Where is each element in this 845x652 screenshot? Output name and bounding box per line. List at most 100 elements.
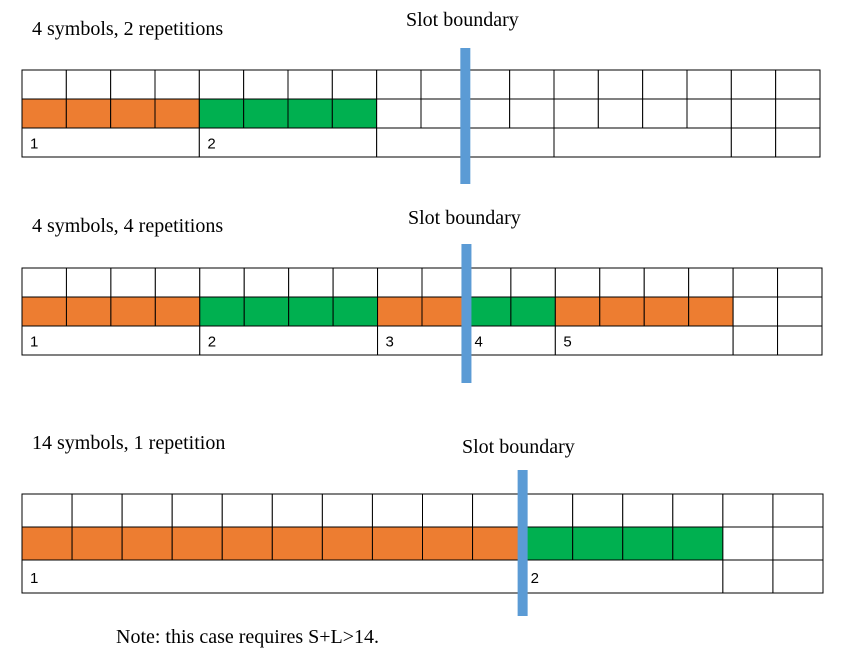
repetition-index-label: 5 xyxy=(563,333,571,350)
top-cell xyxy=(421,267,467,298)
symbol-cell-orange xyxy=(422,526,474,561)
empty-cell xyxy=(722,526,774,561)
symbol-cell-orange xyxy=(65,296,112,327)
top-cell xyxy=(121,493,173,528)
empty-cell xyxy=(553,98,599,129)
top-cell xyxy=(271,493,323,528)
panel-1: 4 symbols, 2 repetitions Slot boundary 1… xyxy=(21,9,821,184)
top-cell xyxy=(730,69,777,100)
symbol-cell-green xyxy=(331,98,378,129)
top-cell xyxy=(21,493,73,528)
top-cell xyxy=(331,69,378,100)
symbol-cell-orange xyxy=(421,296,467,327)
symbol-cell-orange xyxy=(21,526,73,561)
top-cell xyxy=(198,69,245,100)
symbol-cell-green xyxy=(672,526,724,561)
top-cell xyxy=(65,267,112,298)
top-cell xyxy=(643,267,690,298)
symbol-cell-orange xyxy=(110,296,156,327)
repetition-segment xyxy=(554,325,734,356)
panel-3-boundary-label: Slot boundary xyxy=(462,436,575,458)
symbol-cell-green xyxy=(198,98,245,129)
top-cell xyxy=(199,267,245,298)
panel-3-title: 14 symbols, 1 repetition xyxy=(32,432,225,454)
top-cell xyxy=(722,493,774,528)
symbol-cell-orange xyxy=(221,526,273,561)
top-cell xyxy=(732,267,779,298)
symbol-cell-green xyxy=(199,296,245,327)
repetition-segment xyxy=(21,127,200,158)
top-cell xyxy=(554,267,601,298)
empty-cell xyxy=(775,98,821,129)
top-cell xyxy=(110,69,156,100)
repetition-index-label: 4 xyxy=(474,333,482,350)
top-cell xyxy=(154,69,200,100)
empty-cell xyxy=(772,526,824,561)
symbol-cell-orange xyxy=(154,98,200,129)
symbol-cell-green xyxy=(622,526,674,561)
top-cell xyxy=(154,267,201,298)
top-cell xyxy=(772,493,824,528)
symbol-cell-orange xyxy=(71,526,123,561)
repetition-index-label: 1 xyxy=(30,135,38,152)
top-cell xyxy=(553,69,599,100)
repetition-segment xyxy=(777,325,823,356)
top-cell xyxy=(464,69,511,100)
top-cell xyxy=(510,267,556,298)
repetition-segment xyxy=(775,127,821,158)
note-text: Note: this case requires S+L>14. xyxy=(116,626,379,648)
symbol-cell-green xyxy=(243,98,289,129)
empty-cell xyxy=(464,98,511,129)
empty-cell xyxy=(732,296,779,327)
slot-boundary-line xyxy=(517,470,528,616)
top-cell xyxy=(65,69,112,100)
panel-2-boundary-label: Slot boundary xyxy=(408,207,521,229)
repetition-segment xyxy=(465,325,556,356)
symbol-cell-orange xyxy=(554,296,601,327)
repetition-index-label: 2 xyxy=(207,135,215,152)
repetition-segment xyxy=(772,559,824,594)
repetition-segment xyxy=(199,325,379,356)
symbol-cell-orange xyxy=(21,98,67,129)
repetition-segment xyxy=(722,559,774,594)
empty-cell xyxy=(597,98,644,129)
top-cell xyxy=(775,69,821,100)
top-cell xyxy=(599,267,645,298)
symbol-cell-green xyxy=(572,526,624,561)
slot-boundary-line xyxy=(460,48,471,184)
repetition-segment xyxy=(198,127,378,158)
repetition-segment xyxy=(21,325,201,356)
panel-1-boundary-label: Slot boundary xyxy=(406,9,519,31)
repetition-index-label: 2 xyxy=(531,570,539,587)
symbol-cell-orange xyxy=(688,296,734,327)
symbol-cell-orange xyxy=(377,296,423,327)
symbol-cell-orange xyxy=(21,296,67,327)
repetition-segment xyxy=(732,325,779,356)
top-cell xyxy=(672,493,724,528)
top-cell xyxy=(243,69,289,100)
top-cell xyxy=(572,493,624,528)
symbol-cell-orange xyxy=(65,98,112,129)
top-cell xyxy=(688,267,734,298)
repetition-index-label: 1 xyxy=(30,333,38,350)
symbol-cell-green xyxy=(510,296,556,327)
symbol-cell-orange xyxy=(271,526,323,561)
top-cell xyxy=(422,493,474,528)
empty-cell xyxy=(730,98,777,129)
top-cell xyxy=(221,493,273,528)
top-cell xyxy=(420,69,466,100)
empty-cell xyxy=(376,98,422,129)
slot-boundary-line xyxy=(461,244,472,383)
symbol-cell-green xyxy=(288,296,334,327)
top-cell xyxy=(377,267,423,298)
repetition-segment xyxy=(522,559,724,594)
top-cell xyxy=(777,267,823,298)
symbol-cell-orange xyxy=(121,526,173,561)
symbol-cell-green xyxy=(243,296,290,327)
empty-cell xyxy=(642,98,688,129)
top-cell xyxy=(288,267,334,298)
top-cell xyxy=(509,69,555,100)
